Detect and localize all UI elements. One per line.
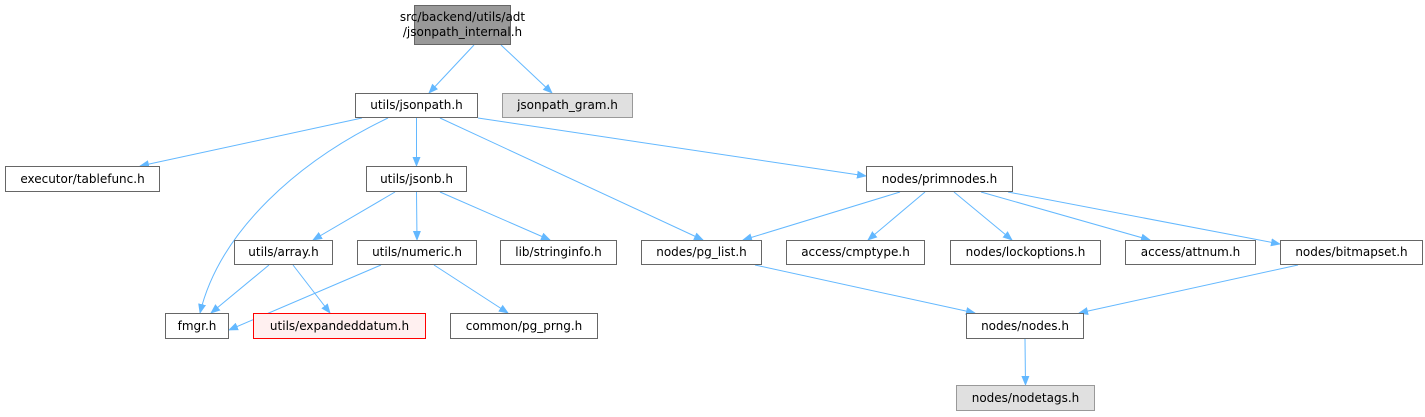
node-utils-expandeddatum-h[interactable]: utils/expandeddatum.h: [253, 313, 426, 339]
edge-primnodes-to-pg_list: [742, 191, 901, 242]
edge-jsonb-to-numeric: [412, 191, 421, 241]
edge-jsonpath-to-fmgr: [198, 117, 389, 314]
edge-primnodes-to-attnum: [980, 191, 1151, 242]
node-nodes-primnodes-h[interactable]: nodes/primnodes.h: [866, 166, 1013, 192]
edge-jsonpath-to-pg_list: [439, 117, 704, 241]
edge-jsonpath-to-primnodes: [477, 117, 867, 179]
node-utils-jsonpath-h[interactable]: utils/jsonpath.h: [355, 93, 478, 118]
edge-jsonb-to-array: [312, 191, 396, 241]
node-nodes-nodetags-h: nodes/nodetags.h: [956, 385, 1095, 411]
node-lib-stringinfo-h[interactable]: lib/stringinfo.h: [500, 240, 617, 265]
node-jsonpath-internal-h[interactable]: src/backend/utils/adt /jsonpath_internal…: [400, 5, 525, 45]
edge-numeric-to-pg_prng: [433, 264, 509, 314]
edge-jsonpath-to-tablefunc: [139, 117, 363, 169]
edge-bitmapset-to-nodes: [1078, 264, 1299, 315]
node-executor-tablefunc-h[interactable]: executor/tablefunc.h: [5, 166, 160, 192]
edge-nodes-to-nodetags: [1021, 338, 1030, 386]
edge-jsonb-to-stringinfo: [439, 191, 551, 241]
node-label-line1: src/backend/utils/adt: [399, 10, 526, 24]
edge-array-to-fmgr: [210, 264, 270, 314]
node-jsonpath-gram-h: jsonpath_gram.h: [502, 93, 633, 118]
node-fmgr-h[interactable]: fmgr.h: [165, 313, 229, 339]
edge-pg_list-to-nodes: [754, 264, 976, 315]
edge-array-to-expandeddatum: [292, 264, 331, 314]
edge-root-to-jsonpath_gram: [500, 44, 553, 94]
node-nodes-pg-list-h[interactable]: nodes/pg_list.h: [641, 240, 762, 265]
edge-primnodes-to-lockoptions: [953, 191, 1013, 241]
edge-primnodes-to-cmptype: [867, 191, 926, 241]
node-utils-numeric-h[interactable]: utils/numeric.h: [357, 240, 477, 265]
edge-root-to-jsonpath: [428, 44, 475, 94]
node-label-line2: /jsonpath_internal.h: [402, 25, 523, 39]
node-utils-array-h[interactable]: utils/array.h: [234, 240, 333, 265]
node-access-cmptype-h[interactable]: access/cmptype.h: [786, 240, 925, 265]
edge-primnodes-to-bitmapset: [1007, 191, 1281, 247]
node-common-pg-prng-h[interactable]: common/pg_prng.h: [450, 313, 598, 339]
node-nodes-nodes-h[interactable]: nodes/nodes.h: [966, 313, 1084, 339]
node-access-attnum-h[interactable]: access/attnum.h: [1125, 240, 1256, 265]
node-nodes-lockoptions-h[interactable]: nodes/lockoptions.h: [950, 240, 1101, 265]
node-nodes-bitmapset-h[interactable]: nodes/bitmapset.h: [1280, 240, 1423, 265]
node-utils-jsonb-h[interactable]: utils/jsonb.h: [366, 166, 467, 192]
